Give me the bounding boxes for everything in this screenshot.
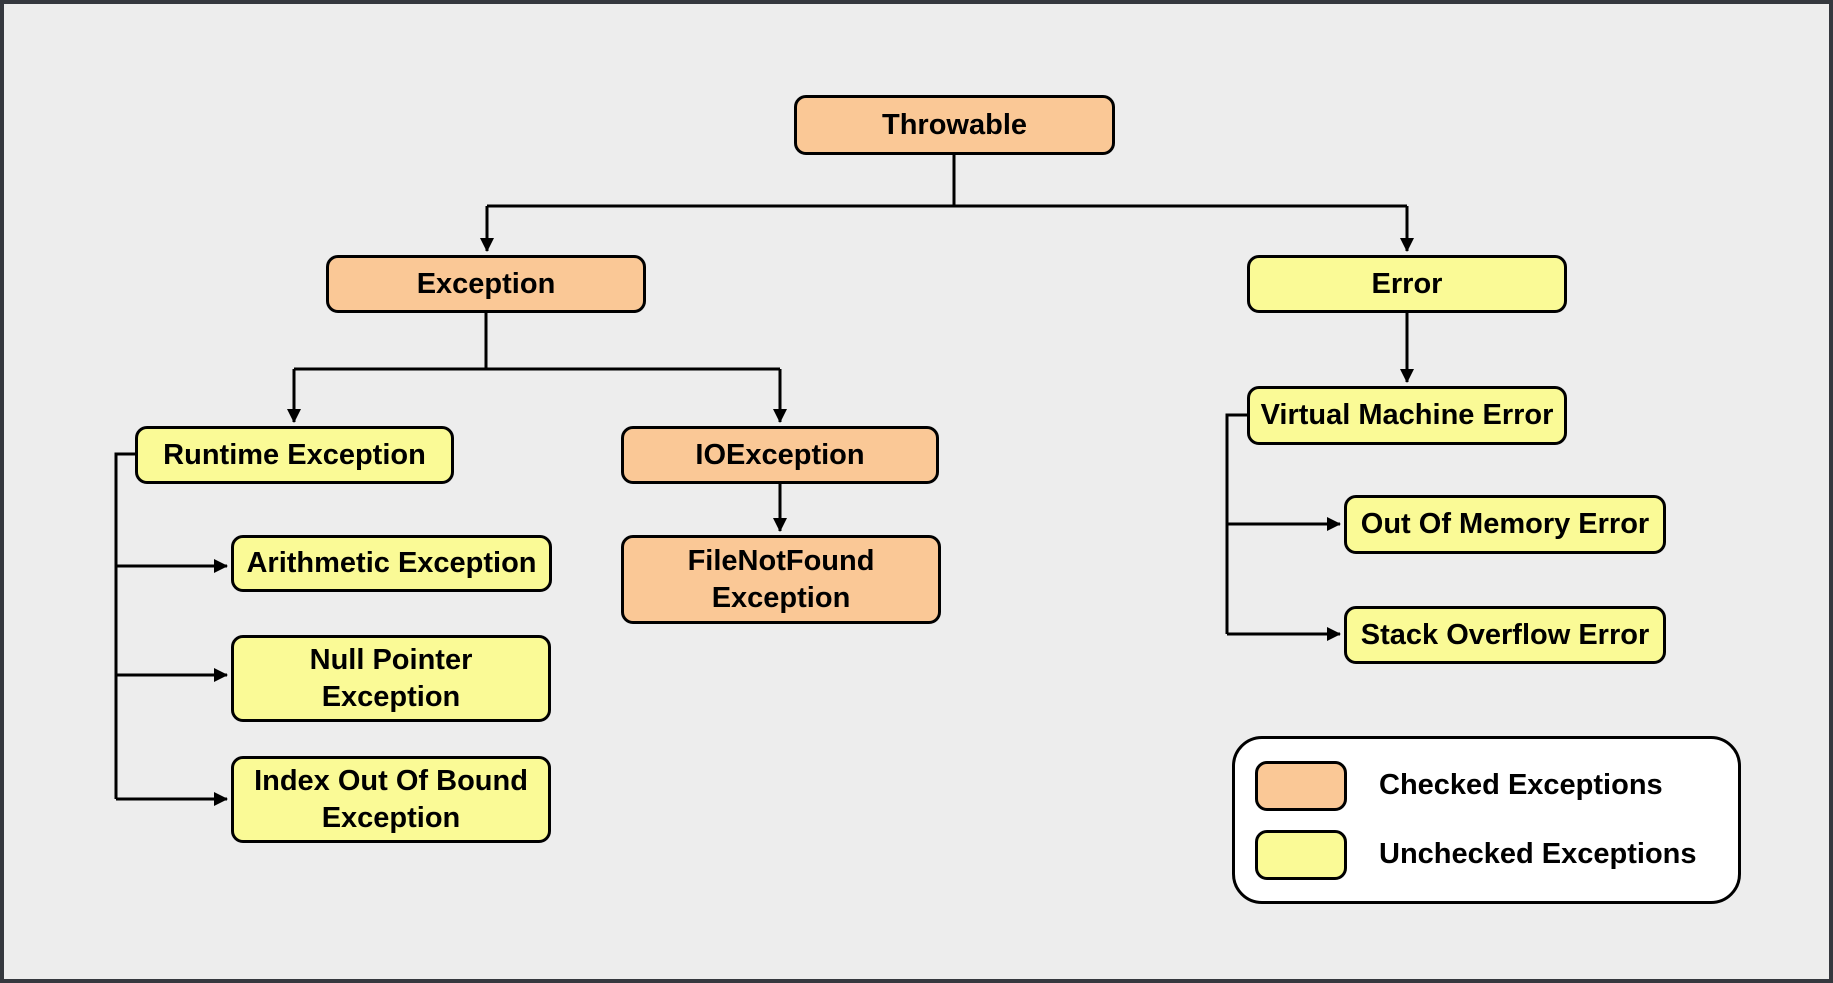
node-throwable: Throwable	[794, 95, 1115, 155]
node-virtual-machine-error: Virtual Machine Error	[1247, 386, 1567, 445]
legend-label-unchecked: Unchecked Exceptions	[1379, 838, 1697, 870]
node-runtime-exception-label: Runtime Exception	[163, 438, 426, 471]
node-error: Error	[1247, 255, 1567, 313]
node-throwable-label: Throwable	[881, 108, 1027, 141]
node-arithmetic-exception: Arithmetic Exception	[231, 535, 552, 592]
checked-color-swatch	[1255, 760, 1347, 811]
node-out-of-memory-error-label: Out Of Memory Error	[1360, 508, 1650, 541]
node-arithmetic-exception-label: Arithmetic Exception	[246, 547, 537, 580]
edge-vme-branch-trunk	[1225, 413, 1247, 634]
legend-label-checked: Checked Exceptions	[1379, 769, 1663, 801]
legend-item-unchecked: Unchecked Exceptions	[1255, 829, 1738, 880]
node-exception-label: Exception	[416, 267, 556, 300]
node-error-label: Error	[1371, 267, 1443, 300]
node-filenotfound-exception: FileNotFound Exception	[621, 535, 941, 624]
node-index-out-of-bound-exception: Index Out Of Bound Exception	[231, 756, 551, 843]
legend: Checked Exceptions Unchecked Exceptions	[1232, 736, 1741, 904]
edge-runtime-branch-trunk	[114, 452, 135, 799]
edge-exception-trunk	[294, 313, 780, 371]
node-exception: Exception	[326, 255, 646, 313]
node-stack-overflow-error: Stack Overflow Error	[1344, 606, 1666, 664]
node-out-of-memory-error: Out Of Memory Error	[1344, 495, 1666, 554]
edge-throwable-trunk	[487, 155, 1407, 208]
node-null-pointer-exception: Null Pointer Exception	[231, 635, 551, 722]
node-stack-overflow-error-label: Stack Overflow Error	[1360, 618, 1650, 651]
legend-item-checked: Checked Exceptions	[1255, 760, 1738, 811]
node-null-pointer-exception-label: Null Pointer Exception	[309, 644, 473, 713]
node-ioexception-label: IOException	[695, 438, 865, 471]
node-filenotfound-exception-label: FileNotFound Exception	[687, 545, 875, 614]
node-virtual-machine-error-label: Virtual Machine Error	[1260, 399, 1554, 432]
node-ioexception: IOException	[621, 426, 939, 484]
node-index-out-of-bound-exception-label: Index Out Of Bound Exception	[254, 765, 528, 834]
unchecked-color-swatch	[1255, 829, 1347, 880]
node-runtime-exception: Runtime Exception	[135, 426, 454, 484]
